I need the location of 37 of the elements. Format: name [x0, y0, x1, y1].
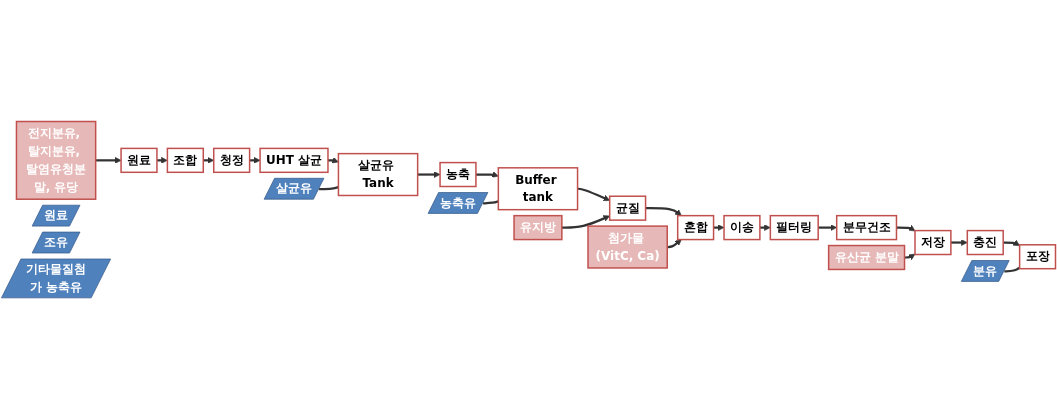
node-box: 포장	[1018, 244, 1057, 270]
arrow	[759, 224, 771, 232]
arrow	[417, 171, 441, 179]
node-box: 분무건조	[835, 215, 898, 241]
node-box: 균질	[608, 195, 647, 222]
node-box: Buffer tank	[497, 167, 579, 211]
node-box: 혼합	[676, 215, 715, 241]
arrow	[249, 157, 261, 164]
arrow	[156, 157, 168, 164]
node-box: 충진	[966, 230, 1004, 256]
node-box: 첨가물 (VitC, Ca)	[587, 225, 668, 270]
arrow	[561, 215, 610, 230]
arrow	[904, 254, 916, 261]
connector	[1004, 267, 1021, 273]
arrow	[896, 225, 916, 232]
arrow	[645, 207, 682, 217]
node-box: 전지분유, 탈지분유, 탈염유청분말, 유당	[15, 121, 97, 201]
node-box: 이송	[723, 215, 761, 241]
arrow	[1003, 240, 1020, 247]
arrow	[577, 187, 610, 202]
arrow	[327, 157, 339, 164]
node-box: 원료	[120, 147, 158, 174]
arrow	[950, 239, 968, 247]
arrow	[475, 171, 499, 178]
node-box: UHT 살균	[259, 147, 329, 174]
node-box: 살균유 Tank	[337, 153, 419, 197]
node-box: 유지방	[513, 215, 563, 241]
node-box: 청정	[213, 147, 251, 174]
node-box: 유산균 분말	[827, 245, 906, 271]
connector	[319, 186, 339, 191]
node-box: 저장	[914, 230, 952, 256]
node-box: 조합	[166, 147, 204, 174]
arrow	[713, 224, 725, 232]
node-box: 농축	[439, 162, 477, 188]
arrow	[95, 157, 122, 164]
node-box: 필터링	[769, 215, 819, 241]
arrow	[667, 239, 682, 249]
